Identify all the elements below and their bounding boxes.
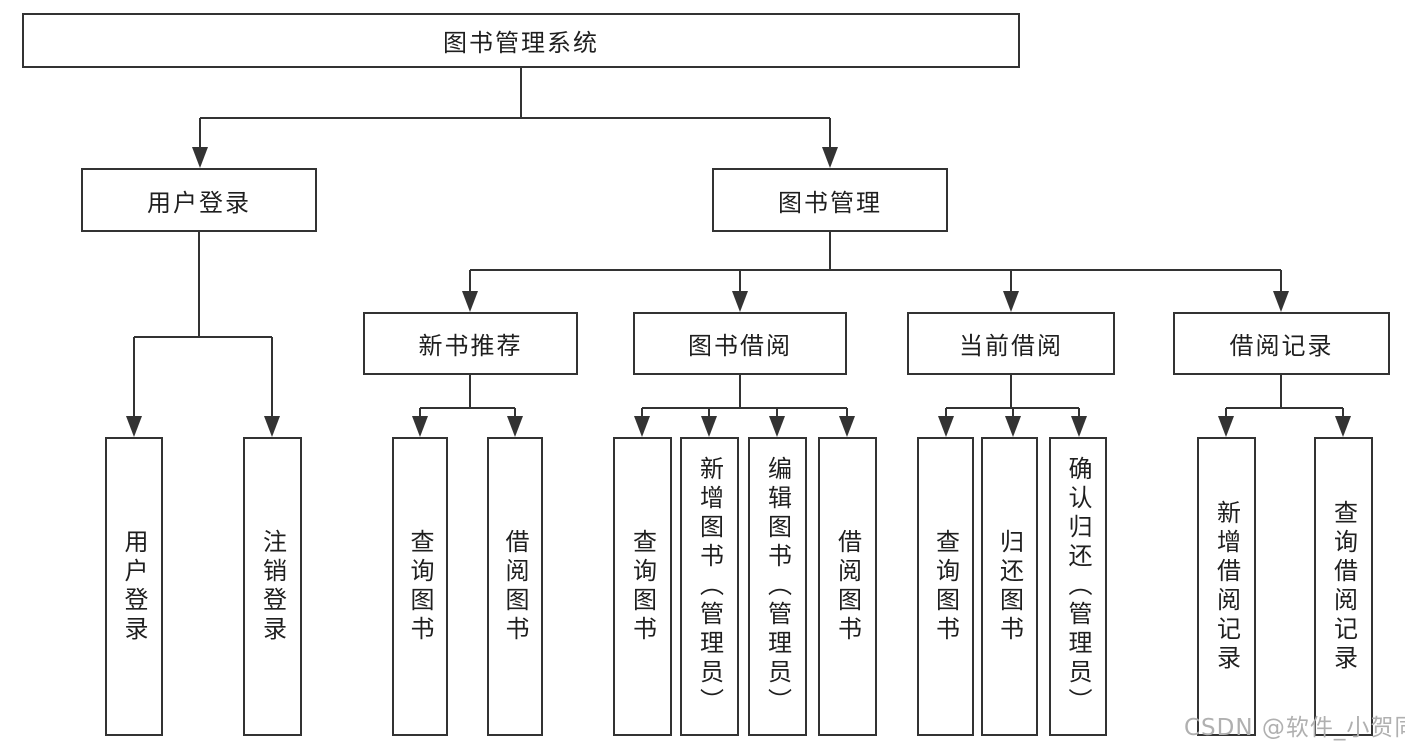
leaf-add-borrow-record-label: 新增借阅记录 — [1212, 499, 1241, 674]
node-user-login-label: 用户登录 — [147, 188, 251, 217]
node-borrow-records-label: 借阅记录 — [1229, 332, 1334, 360]
leaf-query-books-3: 查询图书 — [917, 437, 974, 736]
leaf-user-login-label: 用户登录 — [120, 528, 148, 645]
leaf-logout: 注销登录 — [243, 437, 302, 736]
node-book-borrow-label: 图书借阅 — [688, 332, 792, 360]
node-book-borrow: 图书借阅 — [633, 312, 847, 375]
node-root: 图书管理系统 — [22, 13, 1020, 68]
leaf-user-login: 用户登录 — [105, 437, 163, 736]
leaf-add-books-admin: 新增图书（管理员） — [680, 437, 739, 736]
leaf-confirm-return-admin: 确认归还（管理员） — [1049, 437, 1107, 736]
node-current-borrow: 当前借阅 — [907, 312, 1115, 375]
node-book-mgmt-label: 图书管理 — [778, 188, 882, 217]
leaf-edit-books-admin: 编辑图书（管理员） — [748, 437, 807, 736]
node-borrow-records: 借阅记录 — [1173, 312, 1390, 375]
leaf-return-books-label: 归还图书 — [995, 528, 1024, 645]
leaf-confirm-return-admin-label: 确认归还（管理员） — [1064, 456, 1092, 717]
node-root-label: 图书管理系统 — [443, 29, 599, 57]
leaf-query-books-1: 查询图书 — [392, 437, 448, 736]
leaf-return-books: 归还图书 — [981, 437, 1038, 736]
leaf-borrow-books-2-label: 借阅图书 — [833, 528, 862, 645]
leaf-borrow-books-1-label: 借阅图书 — [501, 528, 529, 645]
node-user-login: 用户登录 — [81, 168, 317, 232]
leaf-query-books-2: 查询图书 — [613, 437, 672, 736]
leaf-query-books-1-label: 查询图书 — [406, 528, 434, 645]
leaf-query-books-2-label: 查询图书 — [628, 528, 657, 645]
leaf-borrow-books-2: 借阅图书 — [818, 437, 877, 736]
node-book-mgmt: 图书管理 — [712, 168, 948, 232]
leaf-query-borrow-record-label: 查询借阅记录 — [1329, 499, 1358, 674]
node-new-book-rec: 新书推荐 — [363, 312, 578, 375]
leaf-logout-label: 注销登录 — [258, 528, 287, 645]
watermark: CSDN @软件_小贺同学 — [1184, 715, 1405, 741]
node-current-borrow-label: 当前借阅 — [959, 332, 1063, 360]
leaf-edit-books-admin-label: 编辑图书（管理员） — [763, 456, 792, 717]
node-new-book-rec-label: 新书推荐 — [418, 332, 523, 360]
leaf-query-borrow-record: 查询借阅记录 — [1314, 437, 1373, 736]
leaf-borrow-books-1: 借阅图书 — [487, 437, 543, 736]
arrowheads — [126, 147, 1351, 437]
leaf-add-books-admin-label: 新增图书（管理员） — [695, 456, 724, 717]
leaf-query-books-3-label: 查询图书 — [931, 528, 960, 645]
leaf-add-borrow-record: 新增借阅记录 — [1197, 437, 1256, 736]
